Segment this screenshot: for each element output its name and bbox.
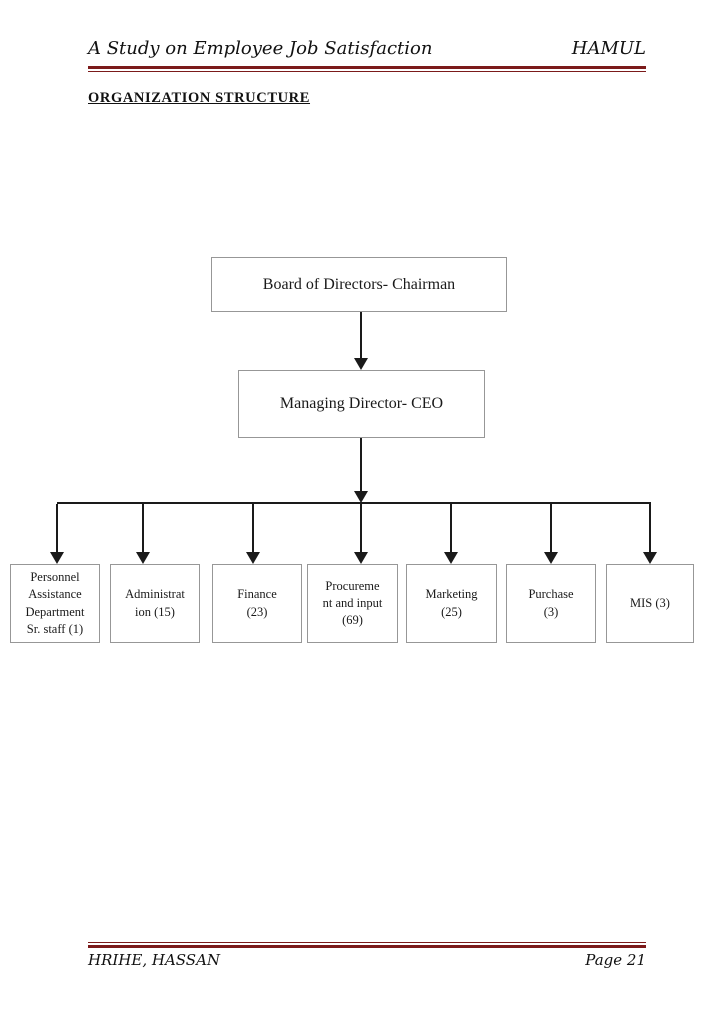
org-node-board-of-directors: Board of Directors- Chairman bbox=[211, 257, 507, 312]
connector-board-to-ceo bbox=[360, 312, 362, 358]
header-rule-thin-line bbox=[88, 71, 646, 72]
footer-rule bbox=[88, 942, 646, 948]
dept-box-purchase: Purchase (3) bbox=[506, 564, 596, 643]
connector-drop-administration bbox=[142, 504, 144, 552]
connector-drop-procurement bbox=[360, 504, 362, 552]
down-arrowhead-icon bbox=[643, 552, 657, 564]
dept-box-marketing: Marketing (25) bbox=[406, 564, 497, 643]
org-node-managing-director: Managing Director- CEO bbox=[238, 370, 485, 438]
down-arrowhead-icon bbox=[354, 552, 368, 564]
connector-ceo-to-bus bbox=[360, 438, 362, 491]
header-organization: HAMUL bbox=[571, 38, 646, 59]
footer-author: HRIHE, HASSAN bbox=[88, 951, 221, 969]
down-arrowhead-icon bbox=[544, 552, 558, 564]
down-arrowhead-icon bbox=[50, 552, 64, 564]
footer-rule-thin-line bbox=[88, 942, 646, 943]
down-arrowhead-icon bbox=[246, 552, 260, 564]
connector-drop-purchase bbox=[550, 504, 552, 552]
down-arrowhead-icon bbox=[354, 491, 368, 503]
header-title: A Study on Employee Job Satisfaction bbox=[88, 38, 433, 59]
down-arrowhead-icon bbox=[136, 552, 150, 564]
connector-drop-mis bbox=[649, 504, 651, 552]
dept-box-finance: Finance (23) bbox=[212, 564, 302, 643]
connector-drop-personnel bbox=[56, 504, 58, 552]
dept-box-administration: Administrat ion (15) bbox=[110, 564, 200, 643]
connector-drop-finance bbox=[252, 504, 254, 552]
connector-drop-marketing bbox=[450, 504, 452, 552]
footer-page-number: Page 21 bbox=[585, 951, 646, 969]
down-arrowhead-icon bbox=[444, 552, 458, 564]
dept-box-procurement: Procureme nt and input (69) bbox=[307, 564, 398, 643]
connector-horizontal-bus bbox=[57, 502, 651, 504]
header-rule bbox=[88, 66, 646, 72]
footer-rule-thick-line bbox=[88, 945, 646, 948]
down-arrowhead-icon bbox=[354, 358, 368, 370]
section-heading: ORGANIZATION STRUCTURE bbox=[88, 90, 311, 106]
dept-box-mis: MIS (3) bbox=[606, 564, 694, 643]
header-rule-thick-line bbox=[88, 66, 646, 69]
dept-box-personnel-assistance: Personnel Assistance Department Sr. staf… bbox=[10, 564, 100, 643]
